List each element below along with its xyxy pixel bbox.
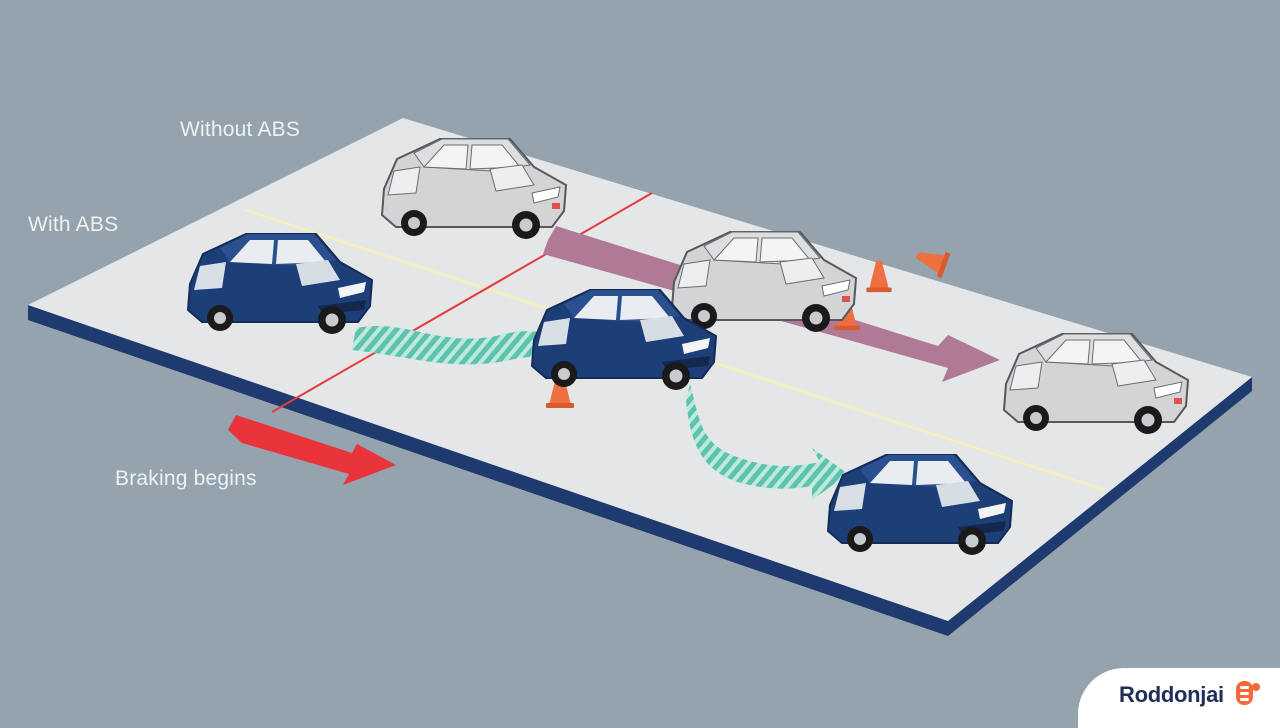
brand-badge: Roddonjai [1078,668,1280,728]
road-edge-right [948,377,1252,636]
braking-arrow [228,415,396,485]
car-without-abs-middle [671,231,857,333]
label-braking-begins: Braking begins [115,467,257,490]
road-edge-left [28,305,948,636]
brand-name: Roddonjai [1119,682,1224,707]
car-without-abs-start [381,138,567,240]
braking-line [271,192,653,413]
brand-logo-icon [1236,681,1260,705]
traffic-cone-fallen-icon [915,252,951,278]
car-without-abs-end [1003,333,1189,435]
label-with-abs: With ABS [28,213,119,236]
path-with-abs-segment-2 [686,384,848,500]
label-without-abs: Without ABS [180,118,301,141]
